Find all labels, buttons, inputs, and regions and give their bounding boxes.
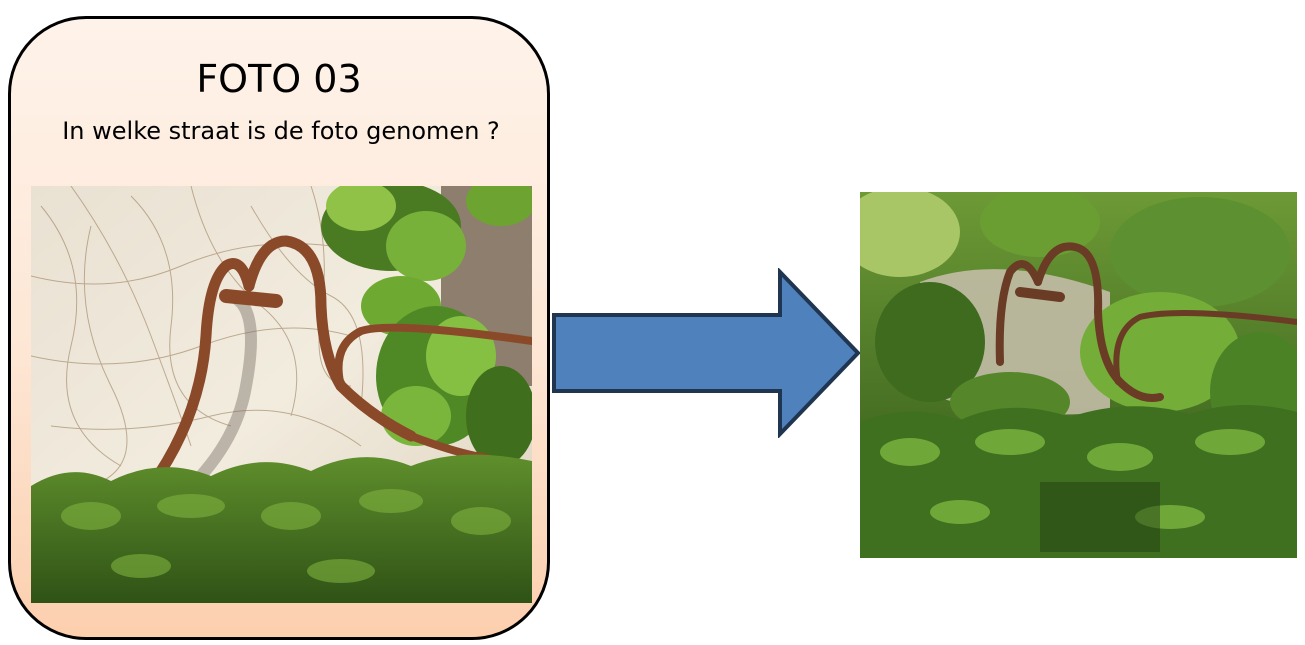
photo-zoomed-detail	[860, 192, 1297, 558]
question-text: In welke straat is de foto genomen ?	[62, 117, 500, 145]
question-card: FOTO 03 In welke straat is de foto genom…	[8, 16, 550, 640]
right-arrow-icon	[552, 268, 861, 438]
photo-full-view	[31, 186, 532, 603]
card-title: FOTO 03	[196, 57, 362, 101]
